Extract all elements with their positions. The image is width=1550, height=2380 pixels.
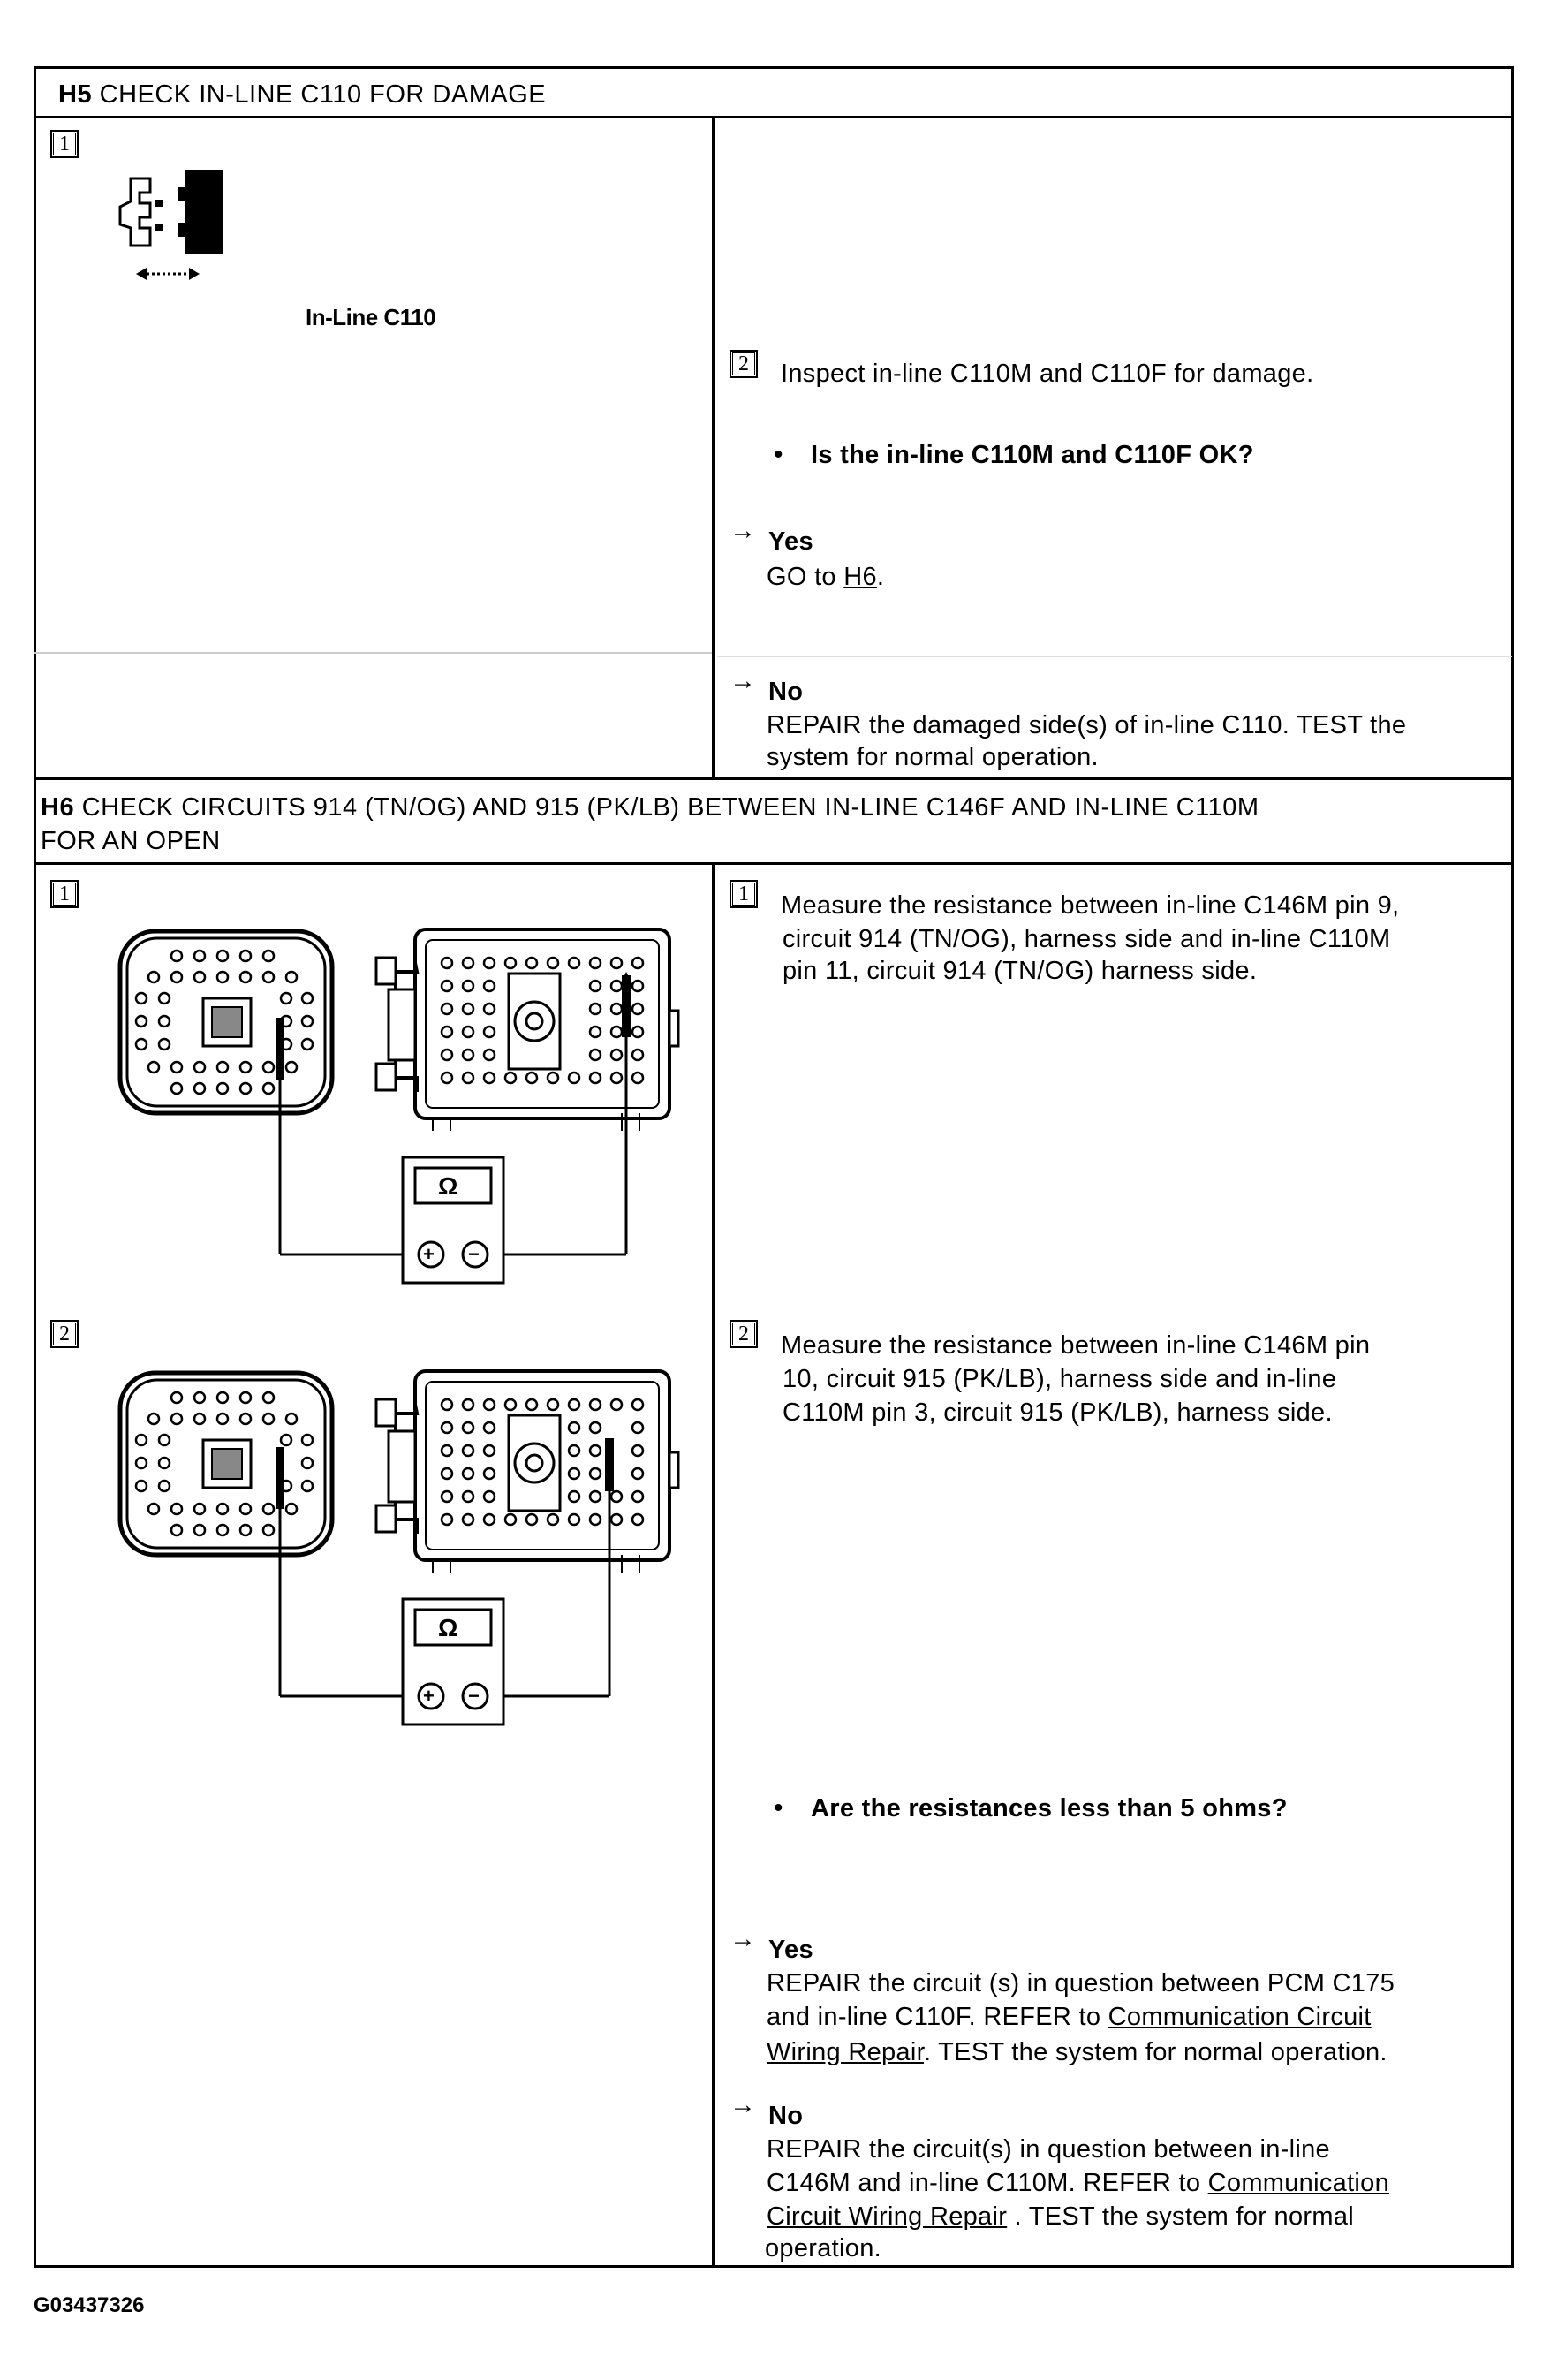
h6-no-line-2-prefix: C146M and in-line C110M. REFER to — [767, 2169, 1208, 2197]
divider — [34, 116, 1514, 118]
h6-no-link-part-1[interactable]: Communication — [1207, 2169, 1390, 2197]
h5-title: CHECK IN-LINE C110 FOR DAMAGE — [99, 80, 547, 109]
connector-diagram-2 — [117, 1369, 680, 1726]
h5-yes-suffix: . — [876, 563, 885, 591]
meter-minus-1: − — [468, 1243, 480, 1265]
h5-step2-box: 2 — [730, 350, 758, 378]
connector-diagram-1 — [117, 928, 680, 1285]
h5-yes-prefix: GO to — [767, 563, 844, 591]
arrow-right-icon: → — [730, 516, 756, 545]
h6-no-line-4: operation. — [765, 2234, 881, 2263]
h6-no-line-3-suffix: . TEST the system for normal — [1007, 2202, 1354, 2231]
h5-yes-text: GO to H6. — [767, 560, 884, 594]
meter-ohm-symbol-1: Ω — [438, 1172, 458, 1200]
connector-icon — [118, 170, 223, 280]
divider — [712, 862, 715, 2267]
h6-step1-line-3: pin 11, circuit 914 (TN/OG) harness side… — [783, 957, 1258, 985]
connector-caption: In-Line C110 — [306, 304, 436, 330]
divider — [34, 777, 1514, 780]
h5-yes-label: Yes — [768, 527, 813, 556]
h6-fig1-step-box: 1 — [50, 880, 79, 908]
h6-no-line-2: C146M and in-line C110M. REFER to Commun… — [767, 2166, 1389, 2200]
h6-yes-link-part-1[interactable]: Communication Circuit — [1108, 2003, 1372, 2031]
h6-no-link-part-2[interactable]: Circuit Wiring Repair — [767, 2202, 1008, 2231]
divider — [34, 862, 1514, 865]
h6-fig2-step-box: 2 — [50, 1320, 79, 1348]
h6-yes-line-3-suffix: . TEST the system for normal operation. — [923, 2038, 1387, 2066]
h5-fig-step-number: 1 — [53, 133, 76, 155]
h6-header: H6 CHECK CIRCUITS 914 (TN/OG) AND 915 (P… — [41, 792, 1259, 824]
h6-yes-label: Yes — [768, 1936, 813, 1964]
divider — [712, 116, 715, 779]
h5-no-text-1: REPAIR the damaged side(s) of in-line C1… — [767, 711, 1407, 739]
arrow-right-icon: → — [730, 2090, 756, 2119]
meter-ohm-symbol-2: Ω — [438, 1614, 458, 1641]
h6-yes-line-2-prefix: and in-line C110F. REFER to — [767, 2003, 1108, 2031]
h6-yes-line-3: Wiring Repair. TEST the system for norma… — [767, 2035, 1387, 2069]
figure-id: G03437326 — [34, 2293, 145, 2317]
arrow-right-icon: → — [730, 666, 756, 695]
h6-step2-box: 2 — [730, 1320, 758, 1348]
meter-minus-2: − — [468, 1685, 480, 1707]
bullet-icon: • — [774, 440, 783, 469]
h5-step-id: H5 — [58, 80, 93, 109]
h6-step1-number: 1 — [732, 883, 755, 906]
h6-step1-box: 1 — [730, 880, 758, 908]
h6-no-line-1: REPAIR the circuit(s) in question betwee… — [767, 2135, 1330, 2164]
h6-no-line-3: Circuit Wiring Repair . TEST the system … — [767, 2200, 1354, 2233]
h6-yes-link-part-2[interactable]: Wiring Repair — [767, 2038, 924, 2066]
procedure-table — [34, 66, 1514, 2268]
h6-question: Are the resistances less than 5 ohms? — [811, 1794, 1288, 1823]
meter-plus-1: + — [423, 1243, 435, 1265]
divider — [717, 656, 1512, 657]
h6-step1-line-2: circuit 914 (TN/OG), harness side and in… — [783, 925, 1391, 953]
h6-fig1-step-number: 1 — [53, 883, 76, 906]
bullet-icon: • — [774, 1793, 783, 1823]
arrow-right-icon: → — [730, 1924, 756, 1953]
h6-step2-line-2: 10, circuit 915 (PK/LB), harness side an… — [783, 1365, 1337, 1393]
h6-fig2-step-number: 2 — [53, 1323, 76, 1345]
h6-step-id: H6 — [41, 793, 75, 822]
h6-yes-line-1: REPAIR the circuit (s) in question betwe… — [767, 1969, 1395, 1997]
h5-fig-step-box: 1 — [50, 130, 79, 158]
h6-step2-line-1: Measure the resistance between in-line C… — [781, 1331, 1371, 1360]
h5-step2-text: Inspect in-line C110M and C110F for dama… — [781, 360, 1314, 388]
h6-title-line-2: FOR AN OPEN — [41, 827, 221, 855]
h6-no-label: No — [768, 2102, 804, 2130]
h5-no-text-2: system for normal operation. — [767, 743, 1099, 771]
h5-question: Is the in-line C110M and C110F OK? — [811, 441, 1254, 469]
h6-yes-line-2: and in-line C110F. REFER to Communicatio… — [767, 2000, 1372, 2034]
meter-plus-2: + — [423, 1685, 435, 1707]
divider — [34, 652, 712, 654]
h5-header: H5 CHECK IN-LINE C110 FOR DAMAGE — [58, 79, 546, 111]
h6-step2-number: 2 — [732, 1323, 755, 1345]
h6-step2-line-3: C110M pin 3, circuit 915 (PK/LB), harnes… — [783, 1398, 1333, 1427]
h5-yes-link[interactable]: H6 — [843, 563, 877, 591]
h5-step2-number: 2 — [732, 352, 755, 375]
h6-title-line-1: CHECK CIRCUITS 914 (TN/OG) AND 915 (PK/L… — [81, 793, 1259, 822]
h5-no-label: No — [768, 678, 804, 706]
h6-step1-line-1: Measure the resistance between in-line C… — [781, 891, 1400, 920]
